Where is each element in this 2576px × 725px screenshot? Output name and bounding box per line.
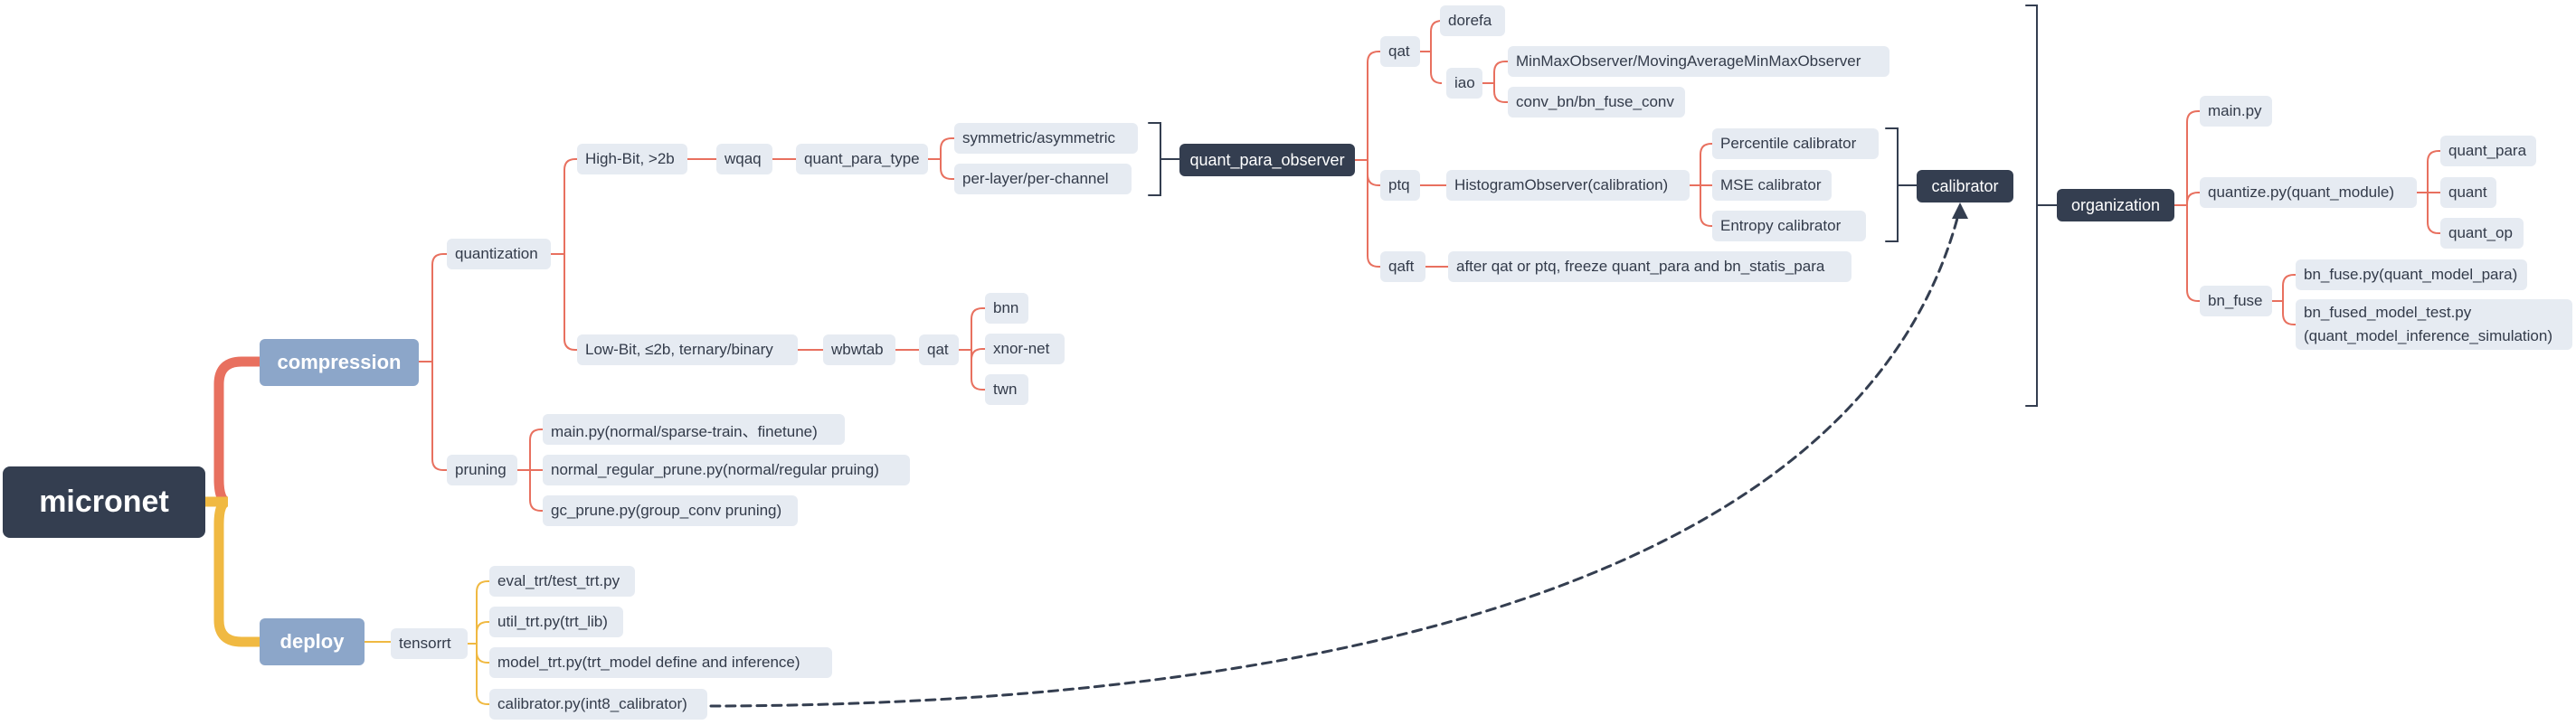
node-minmax-observer[interactable]: MinMaxObserver/MovingAverageMinMaxObserv… [1508,46,1889,77]
node-pruning-main[interactable]: main.py(normal/sparse-train、finetune) [543,414,845,445]
node-high-bit[interactable]: High-Bit, >2b [577,144,687,174]
node-quant-para[interactable]: quant_para [2440,136,2536,166]
node-qaft[interactable]: qaft [1380,251,1425,282]
histogram-link [1700,143,1713,186]
pruning-link [529,428,544,471]
observer-link [1367,159,1381,186]
bn-fuse-link [2282,274,2297,302]
branch-deploy[interactable]: deploy [260,618,365,665]
tensorrt-link [476,580,490,645]
node-quant-para-observer[interactable]: quant_para_observer [1179,144,1355,176]
iao-link [1493,82,1509,103]
root-node-micronet[interactable]: micronet [3,466,205,538]
observer-qat-link [1430,51,1443,84]
quantize-link [2427,192,2441,234]
node-model-trt[interactable]: model_trt.py(trt_model define and infere… [489,647,832,678]
node-util-trt[interactable]: util_trt.py(trt_lib) [489,607,623,637]
node-observer-qat[interactable]: qat [1380,36,1420,67]
bracket-quant-para-type [1148,122,1161,196]
compression-link [431,361,448,471]
node-normal-regular-prune[interactable]: normal_regular_prune.py(normal/regular p… [543,455,910,485]
node-eval-trt[interactable]: eval_trt/test_trt.py [489,566,635,597]
observer-link [1367,159,1381,268]
quantization-link [564,158,578,255]
tensorrt-link [476,643,490,705]
node-histogram-observer[interactable]: HistogramObserver(calibration) [1446,170,1690,201]
quantize-link [2427,150,2441,193]
organization-link [2186,204,2201,302]
node-ptq[interactable]: ptq [1380,170,1420,201]
node-iao[interactable]: iao [1446,68,1482,99]
node-percentile-calibrator[interactable]: Percentile calibrator [1712,128,1879,159]
node-organization[interactable]: organization [2057,189,2174,221]
pruning-link [529,469,544,512]
node-quantization[interactable]: quantization [447,239,551,269]
node-wqaq[interactable]: wqaq [716,144,772,174]
observer-link [1367,51,1381,161]
bracket-calibrators [1885,127,1899,242]
node-bnn[interactable]: bnn [985,293,1028,324]
node-pruning[interactable]: pruning [447,455,517,485]
compression-trunk [200,356,265,507]
node-bn-fuse[interactable]: bn_fuse [2200,286,2272,316]
node-qaft-description[interactable]: after qat or ptq, freeze quant_para and … [1448,251,1852,282]
node-quantize[interactable]: quantize.py(quant_module) [2200,177,2417,208]
node-bn-fuse-para[interactable]: bn_fuse.py(quant_model_para) [2296,259,2527,290]
deploy-trunk [200,496,265,647]
histogram-link [1700,184,1713,227]
node-quant-op[interactable]: quant_op [2440,218,2524,249]
node-symmetric-asymmetric[interactable]: symmetric/asymmetric [954,123,1138,154]
node-twn[interactable]: twn [985,374,1028,405]
lowbit-qat-link [971,348,986,361]
node-gc-prune[interactable]: gc_prune.py(group_conv pruning) [543,495,798,526]
arrow-head-icon [1952,202,1968,219]
bn-fuse-link [2282,300,2297,325]
dashed-arrow [709,206,1962,708]
tensorrt-link [476,621,490,645]
tensorrt-link [476,643,490,664]
node-xnor-net[interactable]: xnor-net [985,334,1065,364]
node-wbwtab[interactable]: wbwtab [823,334,895,365]
node-quant-para-type[interactable]: quant_para_type [796,144,928,174]
iao-link [1493,61,1509,84]
node-tensorrt[interactable]: tensorrt [391,628,468,659]
node-calibrator[interactable]: calibrator [1917,170,2013,202]
node-org-main[interactable]: main.py [2200,96,2272,127]
branch-compression[interactable]: compression [260,339,419,386]
node-per-layer-per-channel[interactable]: per-layer/per-channel [954,164,1132,194]
lowbit-qat-link [971,307,986,351]
bracket-organization [2025,5,2038,407]
organization-link [2186,110,2201,206]
node-conv-bn-fuse-conv[interactable]: conv_bn/bn_fuse_conv [1508,87,1685,118]
organization-link [2186,192,2201,206]
quant-para-type-link [940,158,955,180]
quantization-link [564,253,578,351]
node-entropy-calibrator[interactable]: Entropy calibrator [1712,211,1866,241]
lowbit-qat-link [971,349,986,391]
node-quant[interactable]: quant [2440,177,2496,208]
node-bn-fused-model-test[interactable]: bn_fused_model_test.py (quant_model_infe… [2296,299,2572,350]
compression-link [431,253,448,362]
node-mse-calibrator[interactable]: MSE calibrator [1712,170,1832,201]
node-low-bit-qat[interactable]: qat [919,334,959,365]
node-low-bit[interactable]: Low-Bit, ≤2b, ternary/binary [577,334,798,365]
node-dorefa[interactable]: dorefa [1440,5,1505,36]
node-calibrator-py[interactable]: calibrator.py(int8_calibrator) [489,689,707,720]
quant-para-type-link [940,137,955,160]
